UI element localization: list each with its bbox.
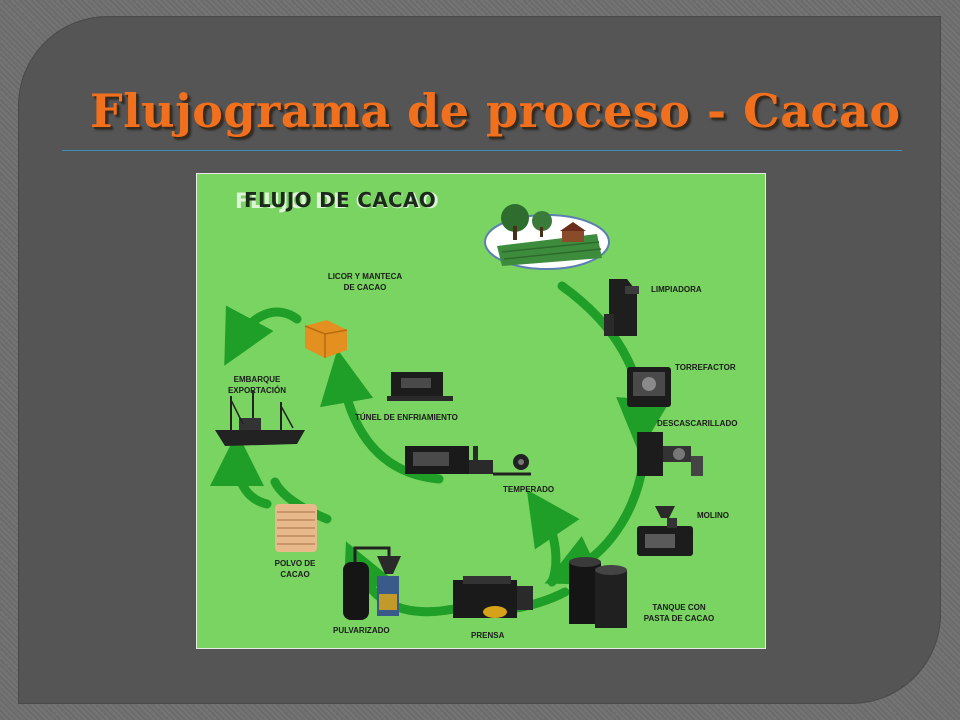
cacao-flow-diagram: FLUJO DE CACAO FLUJO DE CACAO LIMPIADORA… [196, 173, 766, 649]
arrow-to-pulvarizado [343, 541, 464, 617]
label-temperado: TEMPERADO [503, 485, 555, 494]
molino-machine-icon [637, 506, 693, 556]
label-pulvarizado: PULVARIZADO [333, 626, 390, 635]
cargo-ship-icon [215, 390, 305, 446]
arrow-tanque-to-temperado [526, 489, 580, 587]
slide-title: Flujograma de proceso - Cacao [90, 84, 901, 138]
arrow-farm-to-process [557, 281, 670, 453]
label-licor-line1: LICOR Y MANTECA [327, 272, 403, 281]
label-tunel: TÚNEL DE ENFRIAMIENTO [355, 413, 458, 422]
cacao-farm-icon [484, 204, 610, 270]
torrefactor-machine-icon [627, 367, 671, 407]
diagram-graphics [210, 204, 703, 628]
arrow-licor-to-embarque [224, 305, 302, 366]
temperado-machine-icon [405, 446, 531, 476]
label-polvo-line2: CACAO [280, 570, 310, 579]
label-descascarillado: DESCASCARILLADO [657, 419, 738, 428]
label-tanque: TANQUE CON PASTA DE CACAO [633, 602, 725, 624]
label-limpiadora: LIMPIADORA [651, 285, 702, 294]
label-molino: MOLINO [697, 511, 729, 520]
arrow-polvo-to-embarque [210, 432, 272, 509]
label-polvo-line1: POLVO DE [274, 559, 316, 568]
limpiadora-machine-icon [604, 279, 639, 336]
prensa-machine-icon [453, 576, 533, 618]
arrow-to-polvo [270, 477, 332, 524]
licor-boxes-icon [304, 320, 348, 358]
descascarillado-machine-icon [637, 432, 703, 476]
tunel-enfriamiento-icon [387, 372, 453, 401]
arrow-molino-to-tanque [544, 459, 648, 585]
label-tanque-line1: TANQUE CON [652, 603, 706, 612]
diagram-heading-shadow: FLUJO DE CACAO [235, 189, 440, 213]
label-licor: LICOR Y MANTECA DE CACAO [311, 271, 419, 293]
diagram-heading: FLUJO DE CACAO [244, 188, 437, 212]
polvo-sacks-icon [275, 504, 317, 552]
label-embarque-line1: EMBARQUE [233, 375, 281, 384]
label-prensa: PRENSA [471, 631, 505, 640]
label-licor-line2: DE CACAO [343, 283, 387, 292]
label-embarque: EMBARQUE EXPORTACIÓN [213, 374, 301, 396]
label-embarque-line2: EXPORTACIÓN [227, 386, 287, 395]
label-torrefactor: TORREFACTOR [675, 363, 736, 372]
pulvarizado-machine-icon [343, 546, 401, 620]
label-polvo: POLVO DE CACAO [267, 558, 323, 580]
title-underline [62, 150, 902, 151]
tanque-pasta-icon [569, 557, 627, 628]
arrow-temperado-to-licor [319, 349, 444, 484]
label-tanque-line2: PASTA DE CACAO [643, 614, 715, 623]
